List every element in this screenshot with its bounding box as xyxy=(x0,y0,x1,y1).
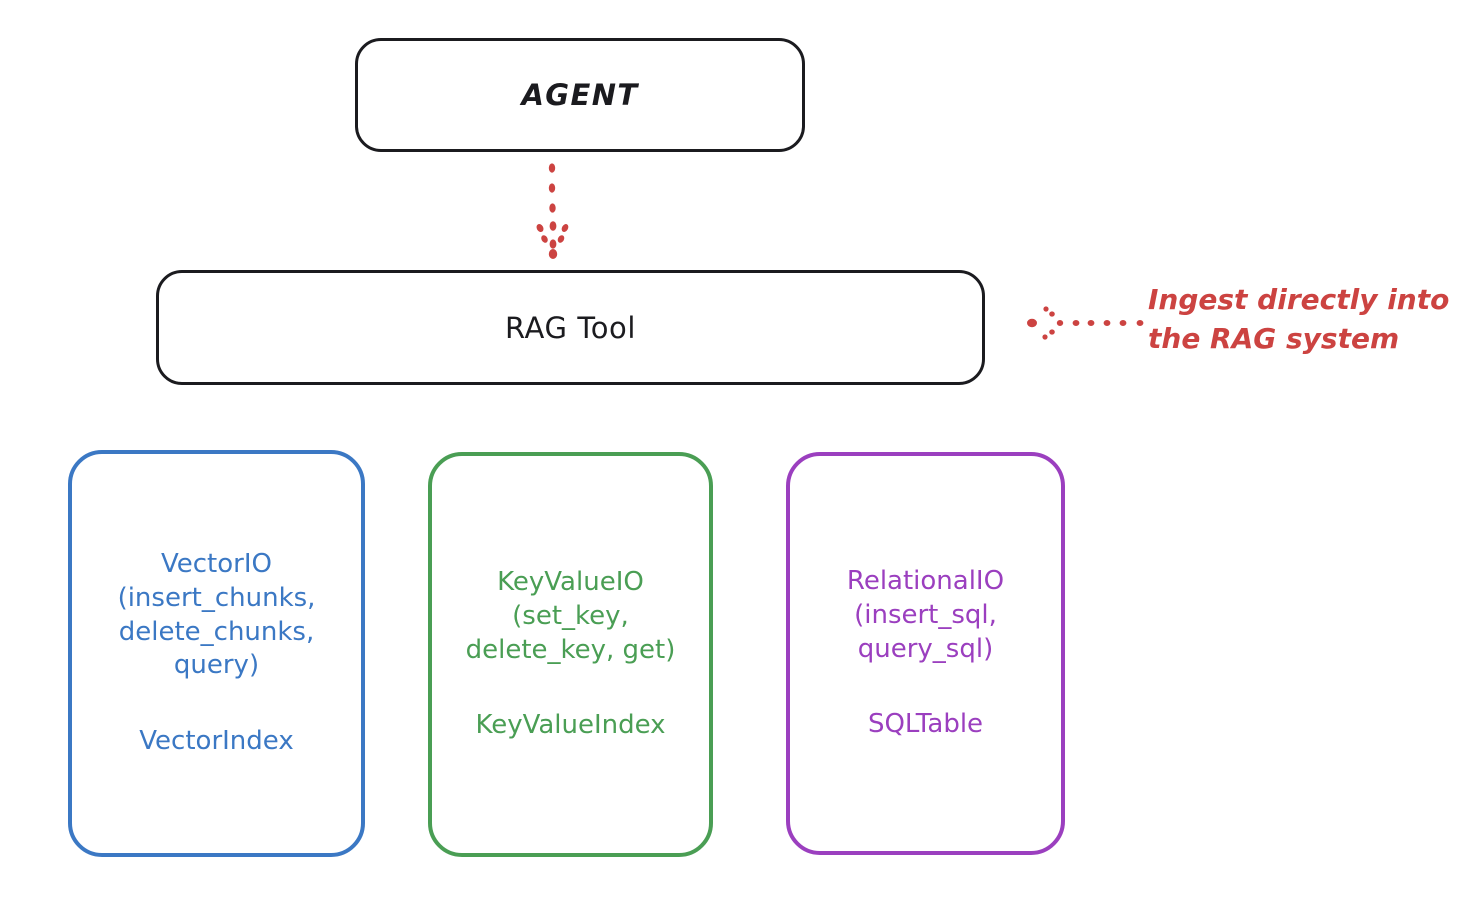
node-sql-table-label: SQLTable xyxy=(867,709,984,740)
node-keyvalue-index-label: KeyValueIndex xyxy=(475,710,666,741)
node-vector-io[interactable]: VectorIO (insert_chunks, delete_chunks, … xyxy=(68,450,365,857)
node-agent-label: AGENT xyxy=(521,78,639,112)
node-relational-io[interactable]: RelationalIO (insert_sql, query_sql) SQL… xyxy=(786,452,1065,855)
node-keyvalue-io[interactable]: KeyValueIO (set_key, delete_key, get) Ke… xyxy=(428,452,713,857)
edge-agent-to-rag-tool-arrow xyxy=(536,163,569,259)
node-rag-tool[interactable]: RAG Tool xyxy=(156,270,985,385)
node-relational-io-content: RelationalIO (insert_sql, query_sql) SQL… xyxy=(790,565,1061,742)
node-relational-io-api: RelationalIO (insert_sql, query_sql) xyxy=(846,565,1005,664)
node-keyvalue-io-api: KeyValueIO (set_key, delete_key, get) xyxy=(465,566,676,665)
node-vector-io-content: VectorIO (insert_chunks, delete_chunks, … xyxy=(72,548,361,759)
node-rag-tool-label: RAG Tool xyxy=(504,310,637,345)
node-vector-index-label: VectorIndex xyxy=(139,726,294,757)
edge-ingest-arrow xyxy=(1027,306,1144,340)
annotation-ingest: Ingest directly into the RAG system xyxy=(1148,283,1450,355)
node-vector-io-api: VectorIO (insert_chunks, delete_chunks, … xyxy=(117,549,316,681)
node-keyvalue-io-content: KeyValueIO (set_key, delete_key, get) Ke… xyxy=(432,566,709,743)
node-agent[interactable]: AGENT xyxy=(355,38,805,152)
